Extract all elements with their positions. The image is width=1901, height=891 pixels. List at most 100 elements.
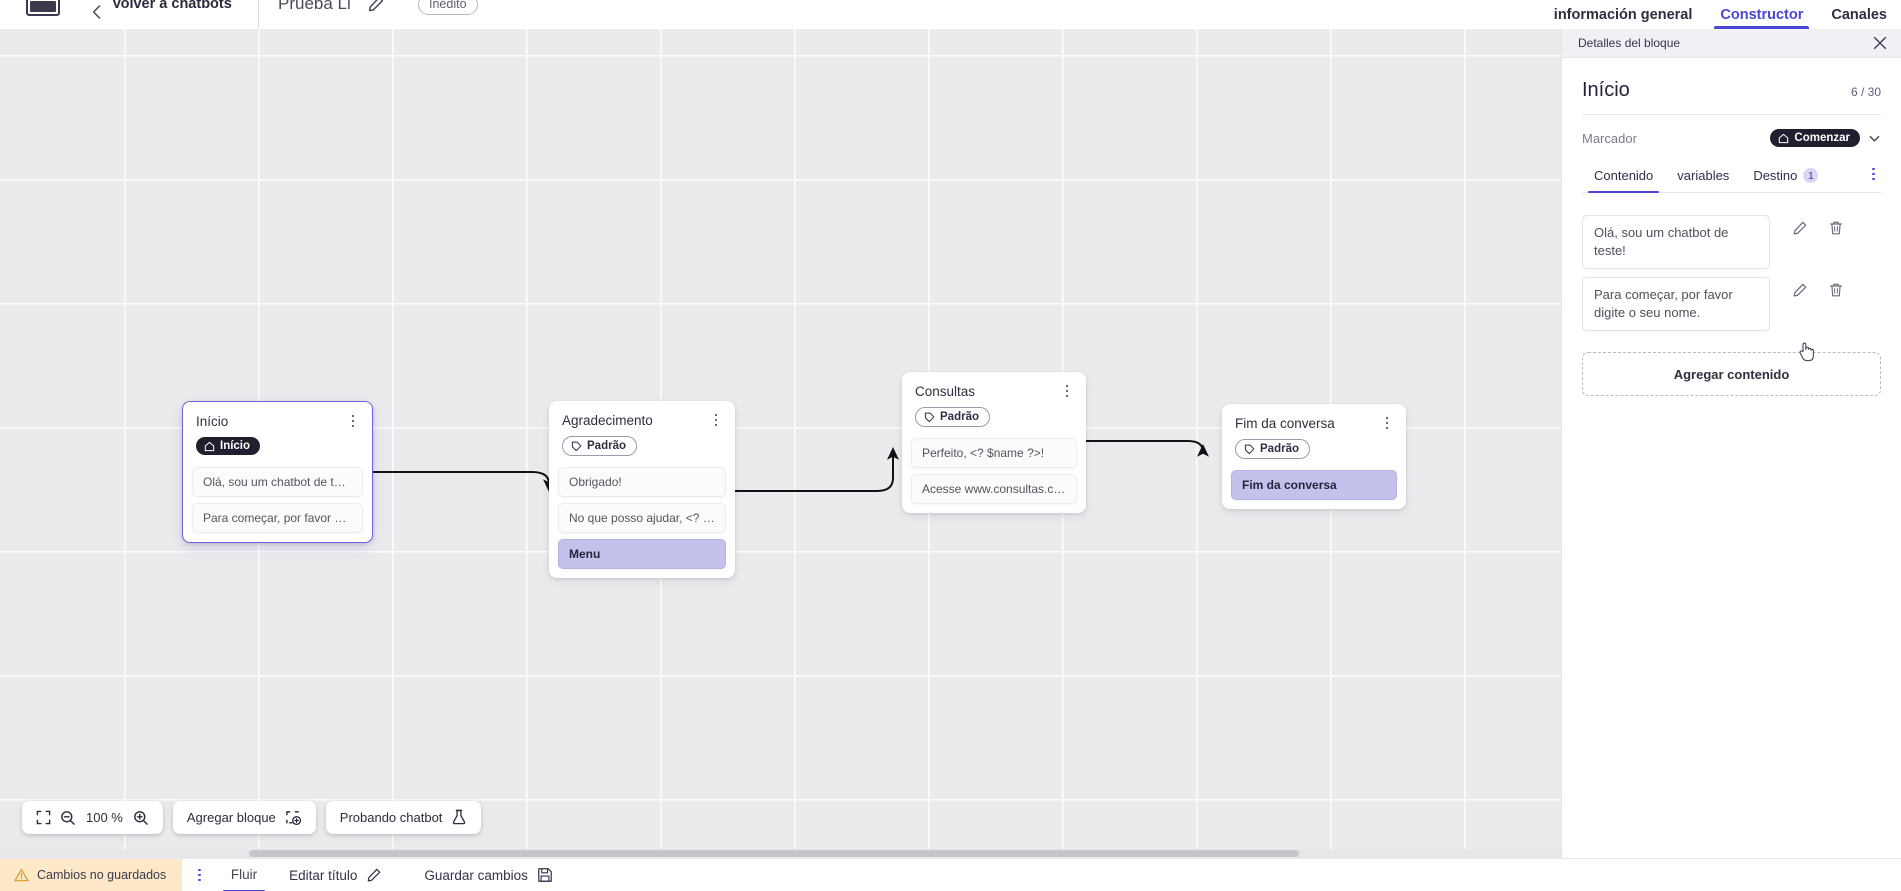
home-icon <box>1779 133 1789 143</box>
node-messages: Perfeito, <? $name ?>! Acesse www.consul… <box>902 437 1086 513</box>
node-message[interactable]: No que posso ajudar, <? $name ... <box>558 502 726 533</box>
node-chip-padrao[interactable]: Padrão <box>562 436 637 456</box>
panel-title-row: Início 6 / 30 <box>1582 58 1881 115</box>
zoom-in-icon[interactable] <box>133 810 149 826</box>
trash-icon[interactable] <box>1828 220 1844 236</box>
divider <box>258 0 259 29</box>
pencil-icon[interactable] <box>1792 220 1808 236</box>
node-title: Fim da conversa <box>1235 416 1335 431</box>
fit-screen-icon[interactable] <box>36 810 51 825</box>
panel-header: Detalles del bloque <box>1562 29 1901 58</box>
node-chip-padrao[interactable]: Padrão <box>1235 439 1310 459</box>
node-messages: Olá, sou um chatbot de teste! Para começ… <box>183 466 372 542</box>
flow-edges <box>373 440 1209 492</box>
panel-block-title: Início <box>1582 79 1630 101</box>
node-message[interactable]: Obrigado! <box>558 466 726 497</box>
vtia-logo-icon[interactable] <box>26 0 60 16</box>
add-content-button[interactable]: Agregar contenido <box>1582 352 1881 396</box>
node-title: Agradecimento <box>562 413 653 428</box>
pencil-icon[interactable] <box>1792 282 1808 298</box>
content-text[interactable]: Para começar, por favor digite o seu nom… <box>1582 277 1770 331</box>
marker-row: Marcador Comenzar <box>1582 115 1881 157</box>
node-chip-inicio[interactable]: Início <box>196 437 261 455</box>
content-list: Olá, sou um chatbot de teste! <box>1582 193 1881 331</box>
unsaved-changes-badge: Cambios no guardados <box>0 858 183 891</box>
close-icon[interactable] <box>1871 34 1889 52</box>
add-block-label: Agregar bloque <box>186 810 276 825</box>
zoom-out-icon[interactable] <box>60 810 76 826</box>
marker-label: Marcador <box>1582 130 1637 146</box>
marker-value-label: Comenzar <box>1794 132 1850 144</box>
node-chip-row: Início <box>183 430 372 467</box>
back-to-chatbots-label[interactable]: Volver a chatbots <box>112 0 232 12</box>
add-block-button[interactable]: Agregar bloque <box>172 801 316 834</box>
node-header: Início <box>183 402 372 430</box>
node-message[interactable]: Olá, sou um chatbot de teste! <box>192 466 363 497</box>
content-text[interactable]: Olá, sou um chatbot de teste! <box>1582 215 1770 269</box>
node-chip-label: Padrão <box>1260 443 1299 455</box>
panel-header-title: Detalles del bloque <box>1578 36 1681 50</box>
more-vertical-icon[interactable] <box>1379 414 1395 432</box>
add-block-icon <box>285 810 302 826</box>
content-row-actions <box>1770 215 1844 236</box>
status-bar: Cambios no guardados Fluir Editar título… <box>0 858 1901 891</box>
pencil-icon <box>366 867 382 883</box>
tab-constructor[interactable]: Constructor <box>1706 0 1817 29</box>
panel-tab-destino[interactable]: Destino 1 <box>1741 162 1830 192</box>
flow-node-consultas[interactable]: Consultas Padrão Perfeito, <? $name ?>! … <box>902 372 1086 513</box>
test-chatbot-button[interactable]: Probando chatbot <box>325 801 482 834</box>
more-vertical-icon[interactable] <box>182 868 217 882</box>
chevron-down-icon[interactable] <box>1868 132 1881 145</box>
flow-canvas[interactable]: Início Início Olá, sou um chatbot de tes… <box>0 29 1561 858</box>
flow-node-agradecimento[interactable]: Agradecimento Padrão Obrigado! No que po… <box>549 401 735 578</box>
save-changes-label: Guardar cambios <box>424 867 528 883</box>
content-row: Para começar, por favor digite o seu nom… <box>1582 277 1881 331</box>
panel-tab-variables[interactable]: variables <box>1665 162 1741 192</box>
node-messages: Fim da conversa <box>1222 469 1406 509</box>
more-vertical-icon[interactable] <box>708 411 724 429</box>
node-messages: Obrigado! No que posso ajudar, <? $name … <box>549 466 735 578</box>
node-message[interactable]: Acesse www.consultas.com par... <box>911 473 1077 504</box>
scrollbar-thumb[interactable] <box>249 850 1299 857</box>
panel-tabs: Contenido variables Destino 1 <box>1582 157 1881 193</box>
node-message-menu[interactable]: Menu <box>558 538 726 569</box>
panel-tab-label: Contenido <box>1594 168 1654 183</box>
node-message-end[interactable]: Fim da conversa <box>1231 469 1397 500</box>
canvas-horizontal-scrollbar[interactable] <box>0 849 1561 858</box>
chevron-left-icon[interactable] <box>88 0 104 24</box>
pencil-icon[interactable] <box>367 0 385 13</box>
node-header: Consultas <box>902 372 1086 400</box>
more-vertical-icon[interactable] <box>1872 167 1881 187</box>
tab-canales[interactable]: Canales <box>1831 6 1887 23</box>
edit-title-button[interactable]: Editar título <box>271 867 400 883</box>
tag-icon <box>1244 444 1255 454</box>
panel-body: Início 6 / 30 Marcador Comenzar Con <box>1562 58 1901 396</box>
flow-node-fim-da-conversa[interactable]: Fim da conversa Padrão Fim da conversa <box>1222 404 1406 509</box>
home-icon <box>204 441 215 451</box>
marker-value-chip[interactable]: Comenzar <box>1770 129 1860 147</box>
status-tab-fluir[interactable]: Fluir <box>217 859 271 891</box>
node-message[interactable]: Para começar, por favor digite o ... <box>192 502 363 533</box>
document-title: Prueba Li <box>278 0 351 13</box>
more-vertical-icon[interactable] <box>345 412 361 430</box>
node-header: Fim da conversa <box>1222 404 1406 432</box>
zoom-level: 100 % <box>86 810 123 825</box>
node-chip-label: Padrão <box>587 440 626 452</box>
save-changes-button[interactable]: Guardar cambios <box>400 867 571 883</box>
node-message[interactable]: Perfeito, <? $name ?>! <box>911 437 1077 468</box>
panel-tab-label: variables <box>1677 168 1730 183</box>
tab-informacion-general[interactable]: información general <box>1553 6 1693 23</box>
flow-node-inicio[interactable]: Início Início Olá, sou um chatbot de tes… <box>182 401 373 543</box>
node-chip-padrao[interactable]: Padrão <box>915 407 990 427</box>
unsaved-changes-label: Cambios no guardados <box>37 868 167 882</box>
panel-tab-contenido[interactable]: Contenido <box>1582 162 1665 193</box>
content-row-actions <box>1770 277 1844 298</box>
canvas-toolbar: 100 % Agregar bloque <box>22 801 482 834</box>
tag-icon <box>571 441 582 451</box>
trash-icon[interactable] <box>1828 282 1844 298</box>
more-vertical-icon[interactable] <box>1059 382 1075 400</box>
edit-title-label: Editar título <box>289 867 358 883</box>
content-row: Olá, sou um chatbot de teste! <box>1582 215 1881 269</box>
node-chip-row: Padrão <box>1222 432 1406 470</box>
marker-control: Comenzar <box>1770 129 1881 147</box>
